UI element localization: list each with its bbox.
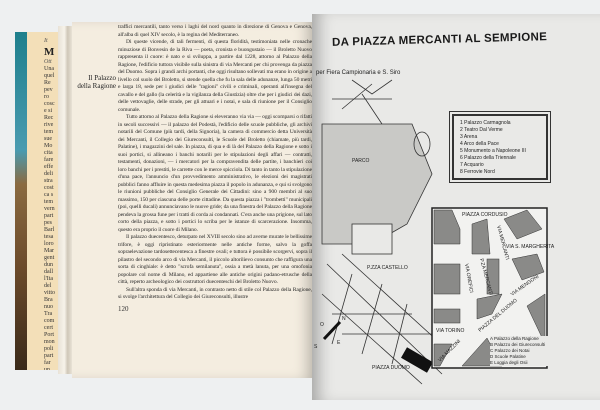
back-page-word: sue: [44, 136, 52, 142]
back-page-title: M: [44, 46, 55, 58]
back-page-word: ca s: [44, 192, 54, 198]
back-page-word: e si: [44, 108, 53, 114]
map-illustration: per Fiera Campionaria e S. Siro PARCO P.…: [314, 70, 555, 385]
back-page-word: cita: [44, 150, 53, 156]
map-arena: [413, 131, 431, 157]
map-label-duomo: PIAZZA DUOMO: [372, 365, 410, 371]
legend-item: 3 Arena: [460, 134, 478, 140]
back-page-header: It: [44, 38, 48, 44]
back-page-word: Una: [44, 66, 54, 72]
back-page-word: cost: [44, 185, 54, 191]
svg-text:S: S: [314, 344, 318, 350]
map-park: [321, 123, 433, 245]
map-streets-north: [332, 79, 393, 125]
back-page-word: Mar: [44, 248, 54, 254]
legend-item: E Loggia degli Osii: [490, 360, 528, 365]
map-castle: [351, 223, 393, 255]
legend-item: B Palazzo dei Giureconsulti: [490, 342, 546, 347]
back-page-word: cert: [44, 325, 53, 331]
back-page-word: stra: [44, 178, 53, 184]
back-page-word: tem: [44, 129, 53, 135]
map-duomo: [401, 347, 433, 373]
back-page-word: pes: [44, 220, 52, 226]
back-page-word: mon: [44, 339, 55, 345]
back-page-word: Bra: [44, 297, 53, 303]
back-page-word: cosc: [44, 101, 55, 107]
book-cover-edge: [15, 32, 27, 370]
right-page: DA PIAZZA MERCANTI AL SEMPIONE per Fiera…: [312, 14, 600, 400]
inset-label: VIA S. MARGHERITA: [506, 244, 555, 250]
back-page-word: un: [44, 367, 50, 370]
back-page-word: nuo: [44, 304, 53, 310]
back-page-subtitle: Ott: [44, 59, 52, 65]
back-page-word: Rec: [44, 115, 54, 121]
back-page-word: Mo: [44, 143, 53, 149]
legend-item: C Palazzo dei Notai: [490, 348, 530, 353]
legend-item: 8 Ferrovie Nord: [460, 169, 495, 175]
back-page-word: pev: [44, 87, 53, 93]
map-label-parco: PARCO: [352, 158, 370, 164]
back-page-word: dun: [44, 262, 53, 268]
svg-text:N: N: [342, 316, 346, 322]
back-page-word: com: [44, 318, 55, 324]
page-number: 120: [118, 304, 129, 313]
legend-item: 1 Palazzo Carmagnola: [460, 120, 511, 126]
back-page-word: tem: [44, 199, 53, 205]
paragraph: Tutto attorno al Palazzo della Ragione s…: [118, 114, 312, 233]
back-page-word: vern: [44, 206, 55, 212]
legend-item: 2 Teatro Dal Verme: [460, 127, 503, 133]
map-label-castello: P.ZZA CASTELLO: [367, 265, 408, 271]
paragraph: traffici mercantili, tanto verso i laghi…: [118, 24, 312, 38]
inset-label: VIA OREFICI: [463, 263, 474, 293]
svg-text:O: O: [320, 322, 324, 328]
paragraph: Sull'altra sponda di via Mercanti, in co…: [118, 286, 312, 301]
back-page-word: Tra: [44, 311, 53, 317]
back-page-word: del: [44, 283, 52, 289]
legend-item: 6 Palazzo della Triennale: [460, 155, 516, 161]
legend-item: 7 Acquario: [460, 162, 484, 168]
compass-icon: N S E O: [314, 316, 346, 350]
back-page-word: l'Ita: [44, 276, 54, 282]
body-text: traffici mercantili, tanto verso i laghi…: [118, 24, 312, 313]
back-page-word: deli: [44, 171, 53, 177]
inset-label: VIA TORINO: [436, 328, 465, 334]
back-page-word: far: [44, 360, 51, 366]
back-page-word: fare: [44, 157, 54, 163]
map-streets-south: [321, 253, 453, 385]
inset-label: PIAZZA CORDUSIO: [462, 212, 508, 218]
map-legend: 1 Palazzo Carmagnola 2 Teatro Dal Verme …: [449, 111, 551, 183]
back-page-word: rive: [44, 122, 54, 128]
back-page-word: gent: [44, 255, 55, 261]
margin-note: Il Palazzo della Ragione: [77, 74, 116, 90]
back-page-word: Barl: [44, 227, 55, 233]
back-page-word: effe: [44, 164, 54, 170]
legend-item: 4 Arco della Pace: [460, 141, 499, 147]
legend-item: D Scuole Palatine: [490, 354, 526, 359]
back-page-word: poli: [44, 346, 54, 352]
back-page-word: Re: [44, 80, 51, 86]
map-label-fiera: per Fiera Campionaria e S. Siro: [316, 70, 401, 76]
back-page-word: part: [44, 213, 54, 219]
back-page-word: part: [44, 353, 54, 359]
paragraph: Il palazzo duecentesco, deturpato nel XV…: [118, 234, 312, 285]
back-page-word: quel: [44, 73, 55, 79]
back-page-word: loro: [44, 241, 54, 247]
back-page-word: vitto: [44, 290, 56, 296]
page-edges: [58, 26, 74, 374]
back-page-word: ro: [44, 94, 49, 100]
back-page-word: tesa: [44, 234, 54, 240]
legend-item: 5 Monumento a Napoleone III: [460, 148, 526, 154]
svg-text:E: E: [337, 340, 341, 346]
left-page: Il Palazzo della Ragione traffici mercan…: [72, 22, 314, 378]
back-page-word: dall: [44, 269, 53, 275]
back-page-word: Port: [44, 332, 55, 338]
paragraph: Di queste vicende, di tali fermenti, di …: [118, 39, 312, 113]
inset-legend: A Palazzo della Ragione B Palazzo dei Gi…: [490, 336, 550, 366]
legend-item: A Palazzo della Ragione: [490, 336, 539, 341]
